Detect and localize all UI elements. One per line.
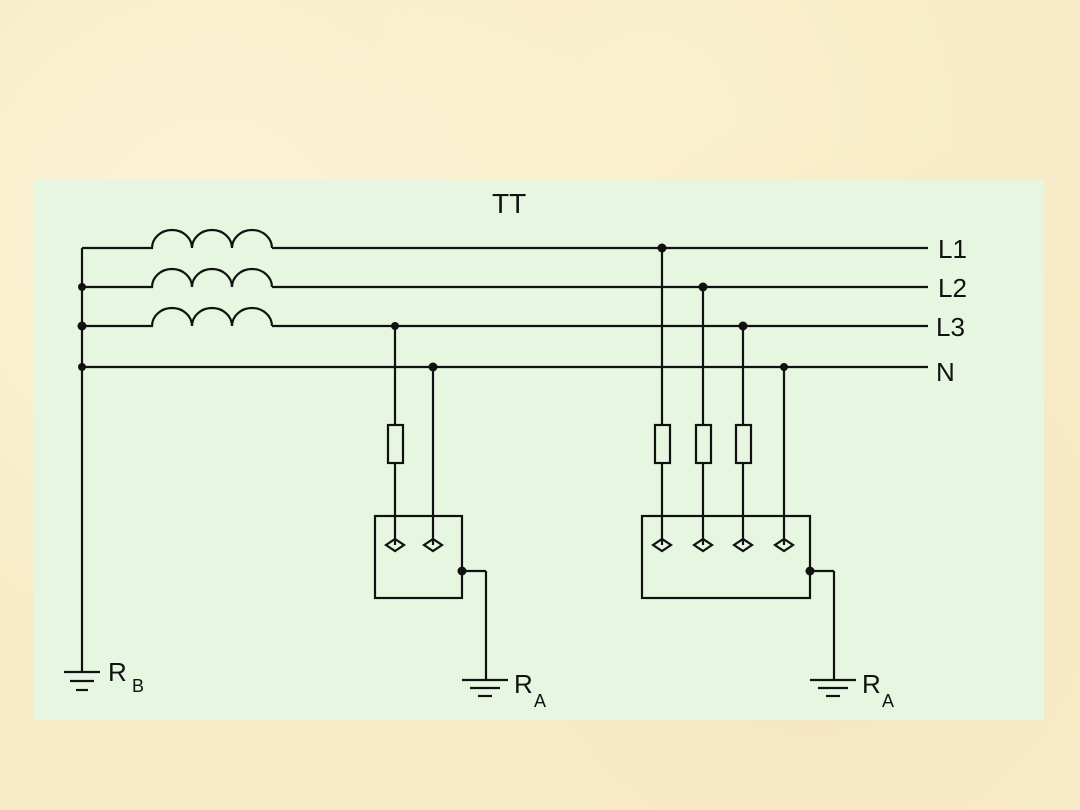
line-label-l3: L3 bbox=[936, 312, 965, 342]
ground-symbol-ra-2 bbox=[810, 678, 856, 698]
coil-l1 bbox=[82, 228, 274, 250]
ground-symbol-rb bbox=[64, 670, 100, 692]
diagram-title: TT bbox=[492, 188, 526, 219]
ground-label-ra-1: R bbox=[514, 669, 533, 699]
ground-label-ra-2-sub: A bbox=[882, 691, 894, 711]
terminal-2a bbox=[651, 537, 673, 553]
terminal-1a bbox=[384, 537, 406, 553]
three-phase-consumer bbox=[640, 248, 856, 698]
consumer-enclosure-1 bbox=[373, 514, 464, 600]
ground-label-ra-2: R bbox=[862, 669, 881, 699]
fuse-l2 bbox=[694, 423, 713, 465]
line-label-l2: L2 bbox=[938, 273, 967, 303]
transformer-coils bbox=[82, 228, 274, 328]
coil-l3 bbox=[82, 306, 274, 328]
line-label-l1: L1 bbox=[938, 234, 967, 264]
single-phase-consumer bbox=[373, 326, 508, 698]
diagram-panel bbox=[33, 180, 1044, 720]
terminal-2c bbox=[732, 537, 754, 553]
ground-label-rb: R bbox=[108, 657, 127, 687]
terminal-1b bbox=[422, 537, 444, 553]
terminal-2b bbox=[692, 537, 714, 553]
consumer-enclosure-2 bbox=[640, 514, 812, 600]
fuse-l3 bbox=[386, 423, 405, 465]
ground-label-rb-sub: B bbox=[132, 676, 144, 696]
coil-l2 bbox=[82, 267, 274, 289]
ground-symbol-ra-1 bbox=[462, 678, 508, 698]
line-label-n: N bbox=[936, 357, 955, 387]
terminal-2d bbox=[773, 537, 795, 553]
junction-dots bbox=[77, 243, 815, 576]
fuse-l3b bbox=[734, 423, 753, 465]
ground-label-ra-1-sub: A bbox=[534, 691, 546, 711]
fuse-l1 bbox=[653, 423, 672, 465]
